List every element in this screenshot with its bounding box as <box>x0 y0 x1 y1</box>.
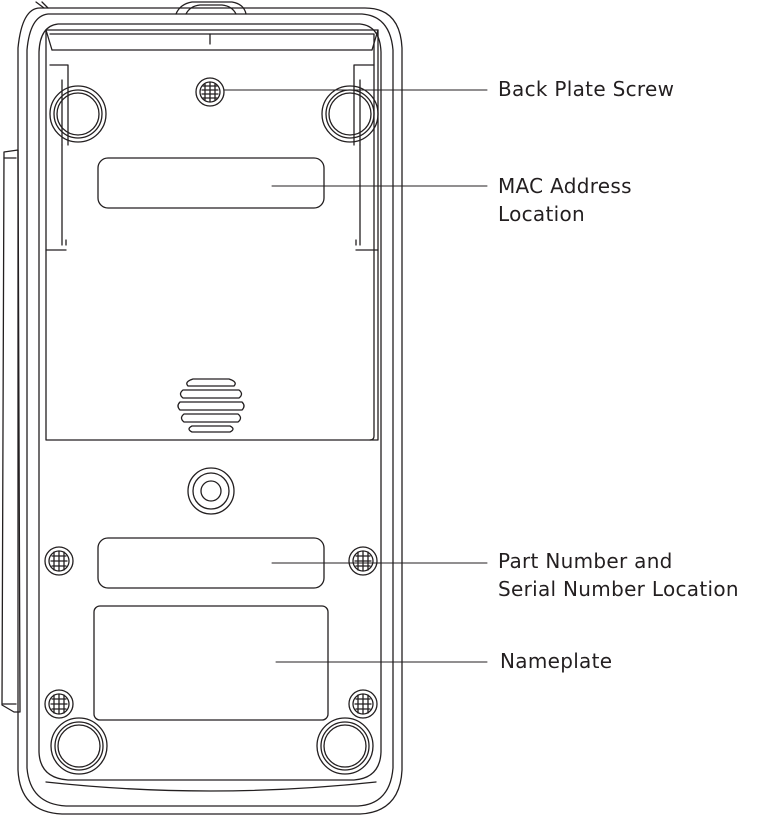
label-nameplate-text: Nameplate <box>500 649 613 673</box>
label-back-plate-screw: Back Plate Screw <box>498 75 674 103</box>
label-nameplate: Nameplate <box>500 647 612 675</box>
lower-right-foot <box>316 717 374 775</box>
label-mac-address-line1: MAC Address <box>498 174 632 198</box>
upper-right-foot <box>321 85 379 143</box>
back-plate <box>45 29 379 441</box>
back-plate-screw-icon <box>195 77 225 107</box>
device-inner-body <box>26 13 394 807</box>
lower-right-screw-icon <box>348 689 378 719</box>
label-mac-address-line2: Location <box>498 202 585 226</box>
leader-lines <box>223 89 488 663</box>
middle-right-screw-icon <box>348 546 378 576</box>
nameplate-area <box>93 605 329 721</box>
lower-left-foot <box>50 717 108 775</box>
device-outer-body <box>17 7 403 815</box>
side-rail <box>1 1 49 713</box>
label-back-plate-screw-text: Back Plate Screw <box>498 77 675 101</box>
lower-left-screw-icon <box>44 689 74 719</box>
back-plate-latch <box>177 378 245 433</box>
label-mac-address: MAC Address Location <box>498 172 632 228</box>
center-connector <box>187 467 235 515</box>
label-part-serial-line1: Part Number and <box>498 549 673 573</box>
label-part-serial: Part Number and Serial Number Location <box>498 547 739 603</box>
label-part-serial-line2: Serial Number Location <box>498 577 739 601</box>
middle-left-screw-icon <box>44 546 74 576</box>
top-clip <box>175 1 247 45</box>
upper-left-foot <box>49 85 107 143</box>
mac-address-label-area <box>97 157 325 209</box>
